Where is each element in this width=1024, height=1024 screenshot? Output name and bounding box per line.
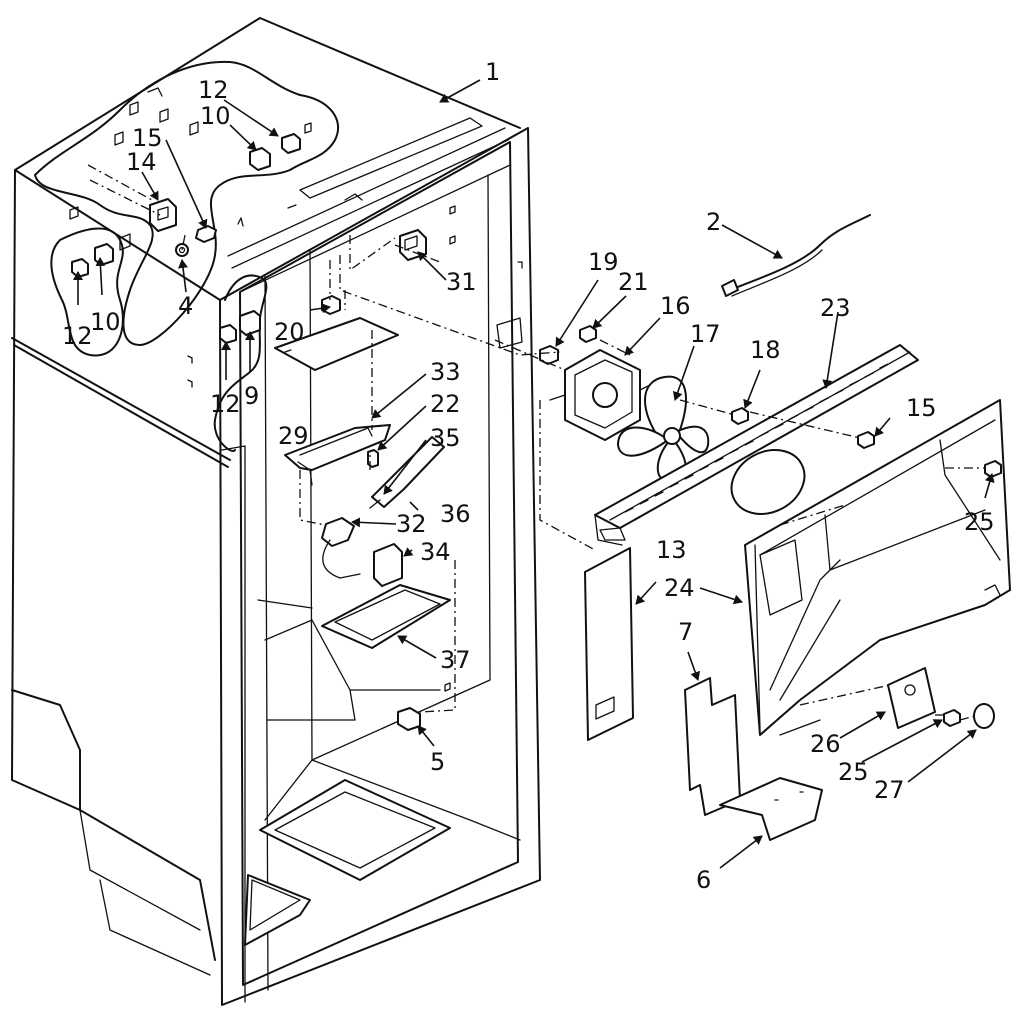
leader-lines <box>73 79 995 869</box>
callout-2: 2 <box>706 208 721 236</box>
callout-15-upper: 15 <box>132 124 163 152</box>
callout-14: 14 <box>126 148 157 176</box>
callout-16: 16 <box>660 292 691 320</box>
access-plate <box>887 667 936 729</box>
fan-shroud-grille <box>594 344 919 546</box>
callout-4: 4 <box>178 292 193 320</box>
screw <box>943 709 961 727</box>
callout-12-lower: 12 <box>210 390 241 418</box>
callout-7: 7 <box>678 618 693 646</box>
callout-29: 29 <box>278 422 309 450</box>
callout-36: 36 <box>440 500 471 528</box>
callout-20: 20 <box>274 318 305 346</box>
wire-harness <box>721 214 871 297</box>
callout-13: 13 <box>656 536 687 564</box>
light-bracket <box>284 424 391 486</box>
plug-cap <box>973 703 995 729</box>
callout-18: 18 <box>750 336 781 364</box>
callout-12-upper: 12 <box>198 76 229 104</box>
wire-connector <box>373 543 403 587</box>
callout-1: 1 <box>485 58 500 86</box>
insulation-panel <box>584 547 634 741</box>
callout-15-right: 15 <box>906 394 937 422</box>
callout-19: 19 <box>588 248 619 276</box>
drip-tray <box>321 584 451 649</box>
evaporator-fan-motor <box>549 349 661 441</box>
nut <box>539 345 559 365</box>
callout-25-lower: 25 <box>838 758 869 786</box>
callout-10-left: 10 <box>90 308 121 336</box>
callout-17: 17 <box>690 320 721 348</box>
screw <box>579 325 597 343</box>
callout-26: 26 <box>810 730 841 758</box>
callout-9: 9 <box>244 382 259 410</box>
screw <box>731 407 749 425</box>
callout-22: 22 <box>430 390 461 418</box>
callout-37: 37 <box>440 646 471 674</box>
alignment-lines <box>87 164 985 721</box>
screw <box>984 460 1002 478</box>
foam-block <box>684 677 741 816</box>
callout-33: 33 <box>430 358 461 386</box>
callout-10-upper: 10 <box>200 102 231 130</box>
callout-6: 6 <box>696 866 711 894</box>
wiring-harness-top <box>34 60 340 452</box>
callout-32: 32 <box>396 510 427 538</box>
callout-35: 35 <box>430 424 461 452</box>
callout-21: 21 <box>618 268 649 296</box>
callout-34: 34 <box>420 538 451 566</box>
callout-12-left: 12 <box>62 322 93 350</box>
callout-24: 24 <box>664 574 695 602</box>
callout-27: 27 <box>874 776 905 804</box>
callout-23: 23 <box>820 294 851 322</box>
screw <box>857 431 875 449</box>
callout-31: 31 <box>446 268 477 296</box>
callout-5: 5 <box>430 748 445 776</box>
callout-25-right: 25 <box>964 508 995 536</box>
callout-labels: 1 2 4 5 6 7 9 10 10 12 12 12 13 14 15 15… <box>62 58 995 894</box>
light-cover-plate <box>274 317 399 371</box>
evaporator-cover <box>744 399 1011 736</box>
mounting-bracket <box>719 777 823 841</box>
cabinet-liner <box>11 17 541 1006</box>
